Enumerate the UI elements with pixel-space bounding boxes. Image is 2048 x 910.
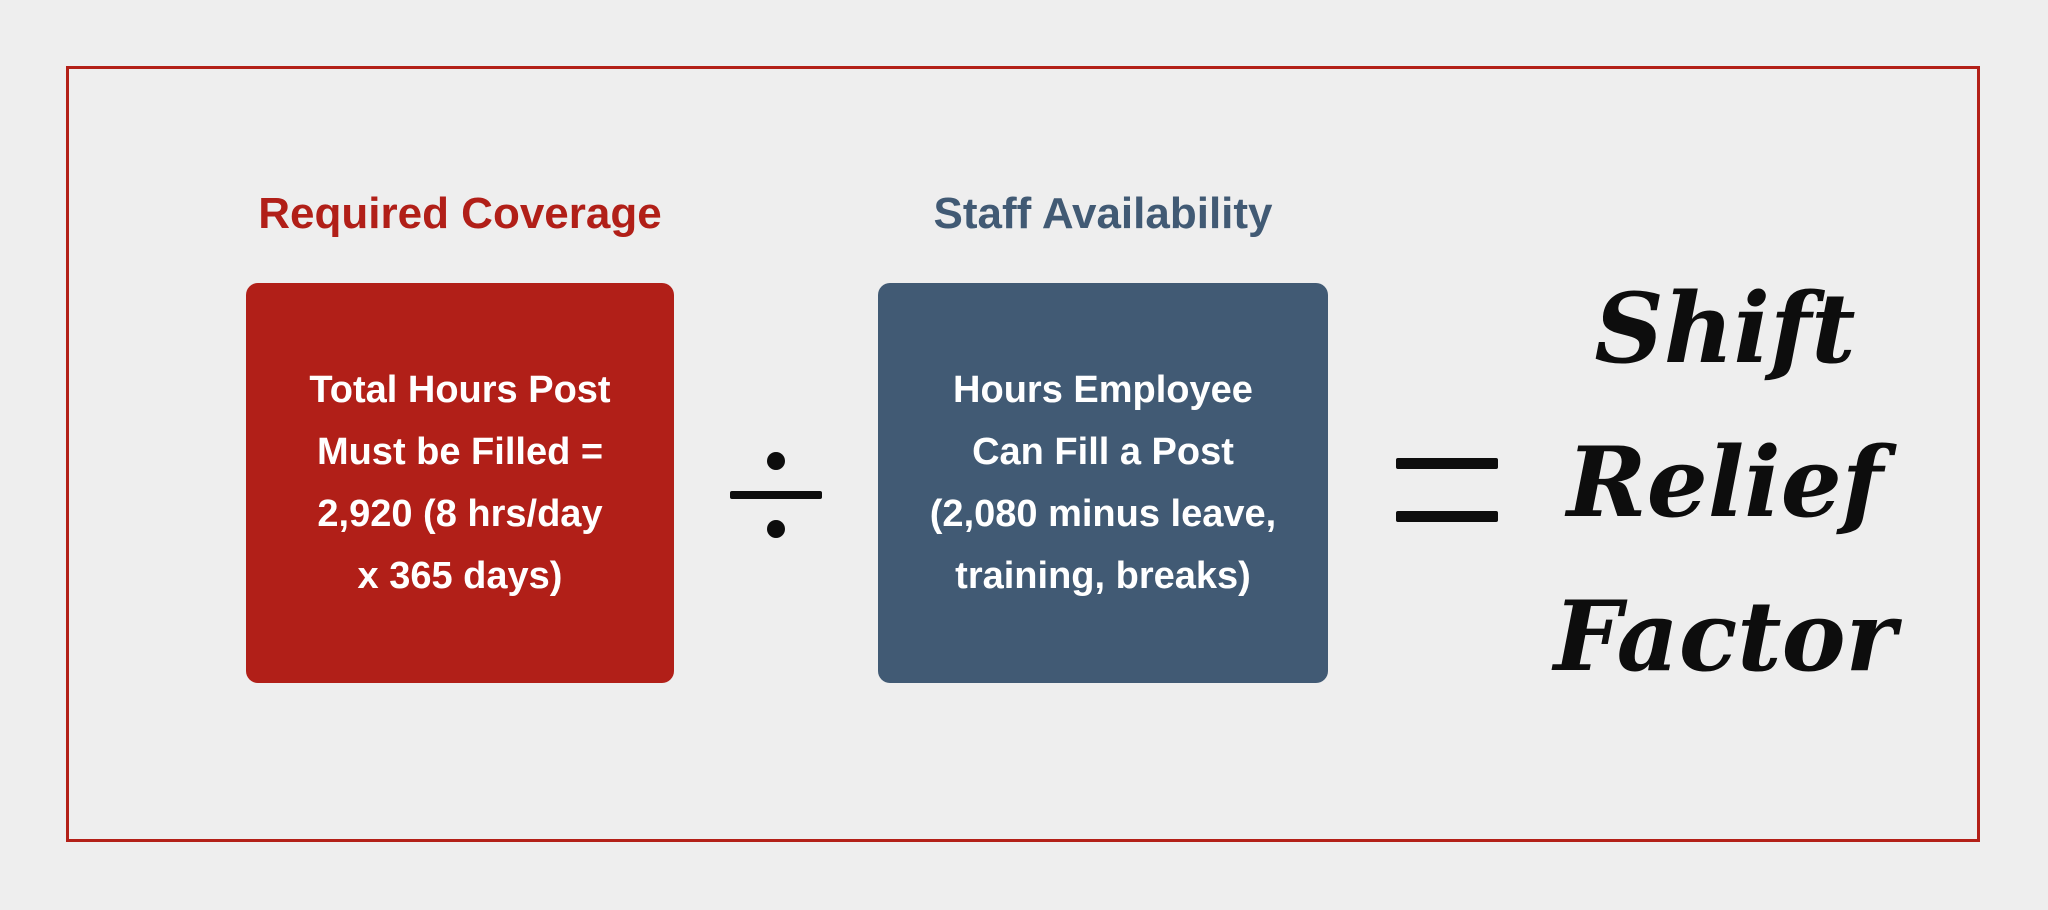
availability-line: (2,080 minus leave, [929, 493, 1277, 535]
availability-line: Hours Employee [953, 369, 1253, 411]
staff-availability-text: Hours Employee Can Fill a Post (2,080 mi… [930, 359, 1276, 607]
diagram-frame [66, 66, 1980, 842]
coverage-line: x 365 days) [357, 555, 563, 597]
result-line: Factor [1553, 580, 1897, 693]
shift-relief-factor-result: Shift Relief Factor [1510, 252, 1940, 714]
availability-line: training, breaks) [955, 555, 1251, 597]
coverage-line: Total Hours Post [309, 369, 611, 411]
required-coverage-heading: Required Coverage [258, 189, 662, 238]
coverage-line: Must be Filled = [316, 431, 604, 473]
equals-icon: = [1396, 458, 1498, 522]
staff-availability-heading: Staff Availability [933, 189, 1273, 238]
required-coverage-text: Total Hours Post Must be Filled = 2,920 … [309, 359, 610, 607]
required-coverage-box: Total Hours Post Must be Filled = 2,920 … [246, 283, 674, 683]
result-line: Relief [1566, 426, 1884, 539]
availability-line: Can Fill a Post [972, 431, 1234, 473]
coverage-line: 2,920 (8 hrs/day [317, 493, 603, 535]
result-line: Shift [1594, 272, 1856, 385]
staff-availability-box: Hours Employee Can Fill a Post (2,080 mi… [878, 283, 1328, 683]
divide-icon: ÷ [730, 452, 822, 538]
